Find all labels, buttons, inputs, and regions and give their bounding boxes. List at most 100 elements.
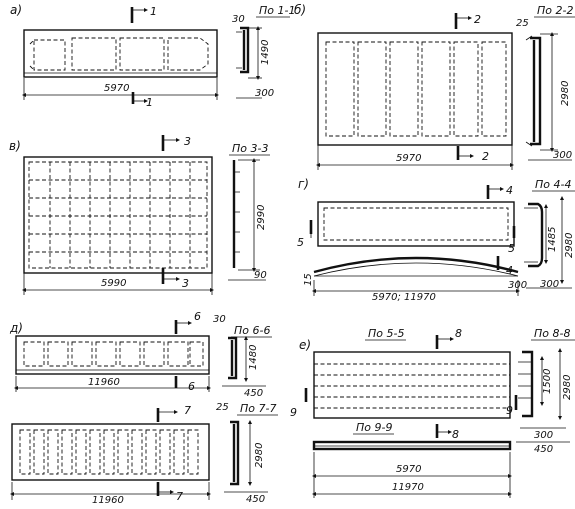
panel-e-outline [313, 351, 511, 419]
panel-d2-slot-10 [145, 429, 157, 475]
dim-b-bottom: 300 [553, 150, 572, 161]
cut-3-bottom-label: 3 [182, 277, 189, 290]
dim-a-bottom: 300 [255, 88, 274, 99]
figure-e-label: е) [299, 338, 311, 352]
panel-g-outline [317, 201, 515, 247]
panel-d-cell-7 [167, 341, 189, 367]
dim-e-height-inner: 1500 [542, 369, 553, 394]
figure-v-label: в) [9, 139, 21, 153]
panel-d-outline [15, 335, 210, 375]
section-8-8-ribs [518, 361, 532, 399]
panel-a-cell-1 [29, 39, 66, 71]
cut-1-top-label: 1 [150, 5, 157, 18]
panel-a-cell-4 [167, 37, 209, 71]
panel-d2-slot-9 [131, 429, 143, 475]
dim-a-height: 1490 [260, 40, 271, 65]
panel-d2-slot-13 [187, 429, 199, 475]
panel-d2-slot-1 [19, 429, 31, 475]
panel-d2-slot-6 [89, 429, 101, 475]
section-2-2-title: По 2-2 [537, 4, 573, 17]
figure-g-label: г) [298, 177, 309, 191]
section-1-1-title: По 1-1 [259, 4, 295, 17]
section-4-4-profile [528, 202, 544, 268]
panel-b-cell-1 [325, 41, 355, 137]
panel-d-cell-3 [71, 341, 93, 367]
dim-b-top: 25 [516, 18, 529, 29]
dim-g-bottom: 300 [540, 279, 559, 290]
section-6-6-title: По 6-6 [234, 324, 270, 337]
panel-d2-slot-11 [159, 429, 171, 475]
panel-b-cell-5 [453, 41, 479, 137]
cut-4-top-label: 4 [506, 184, 513, 197]
section-8-8-title: По 8-8 [534, 327, 570, 340]
section-4-4-title: По 4-4 [535, 178, 571, 191]
dim-a-length: 5970 [104, 83, 129, 94]
cut-9-left-label: 9 [290, 406, 297, 419]
cut-3-top-label: 3 [184, 135, 191, 148]
cut-2-top-label: 2 [474, 13, 481, 26]
dim-d-length: 11960 [88, 377, 120, 388]
plan-5-5-title: По 5-5 [368, 327, 404, 340]
cut-8-bottom-label: 8 [452, 428, 459, 441]
section-2-2-ribs [525, 35, 533, 147]
dim-d-bottom: 450 [244, 388, 263, 399]
panel-d-cell-6 [143, 341, 165, 367]
dim-e-length: 5970 [396, 464, 421, 475]
dim-g-height: 1485 [547, 227, 558, 252]
dim-a-top: 30 [232, 14, 245, 25]
figure-b-label: б) [294, 3, 306, 17]
dim-v-height: 2990 [256, 205, 267, 230]
dim-e-length-total: 11970 [392, 482, 424, 493]
figure-v: в) 3 3 5990 По 3-3 [9, 135, 270, 295]
section-6-6-profile [228, 336, 238, 380]
section-8-8-profile [522, 350, 534, 418]
panel-b-cell-6 [481, 41, 507, 137]
panel-a-cell-3 [119, 37, 165, 71]
dim-e-bottom: 300 [534, 430, 553, 441]
panel-d2-slots [19, 429, 199, 475]
panel-v-grid [28, 161, 208, 269]
panel-b-outline [317, 32, 513, 146]
dim-b-length: 5970 [396, 153, 421, 164]
cut-5-left-label: 5 [297, 236, 304, 249]
panel-g-inner [323, 207, 509, 241]
panel-d2-slot-4 [61, 429, 73, 475]
cut-8-top-label: 8 [455, 327, 462, 340]
section-1-1-ribs [236, 31, 242, 69]
section-1-1-profile [240, 26, 250, 74]
section-9-9-title: По 9-9 [356, 421, 392, 434]
figure-a: а) 1 1 5970 По 1-1 30 1490 300 [10, 3, 295, 109]
dim-e-height: 2980 [562, 375, 573, 400]
panel-d2-slot-2 [33, 429, 45, 475]
figure-d: д) 6 6 11960 По 6-6 30 1480 450 7 [9, 310, 278, 506]
panel-d2-slot-7 [103, 429, 115, 475]
cut-2-bottom-label: 2 [482, 150, 489, 163]
panel-d-cell-4 [95, 341, 117, 367]
dim-d2-length: 11960 [92, 495, 124, 506]
figure-a-label: а) [10, 3, 22, 17]
section-2-2-profile [530, 36, 542, 146]
section-4-4-ribs [524, 207, 538, 263]
panel-d2-slot-12 [173, 429, 185, 475]
panel-g-arch [313, 256, 519, 274]
section-3-3-title: По 3-3 [232, 142, 268, 155]
dim-g-rise: 15 [303, 273, 314, 286]
cut-6-bottom-label: 6 [188, 380, 195, 393]
panel-d-cell-2 [47, 341, 69, 367]
dim-d2-top: 25 [216, 402, 229, 413]
cut-7-top-label: 7 [184, 404, 191, 417]
dim-d2-height: 2980 [254, 443, 265, 468]
dim-g-length: 5970; 11970 [372, 292, 436, 303]
panel-d2-outline [11, 423, 210, 481]
panel-v-grid-border [28, 161, 208, 269]
dim-b-height: 2980 [560, 81, 571, 106]
dim-g-bottom-left: 300 [508, 280, 527, 291]
section-7-7-profile [230, 420, 240, 486]
section-7-7-title: По 7-7 [240, 402, 276, 415]
panel-d2-slot-5 [75, 429, 87, 475]
panel-d2-slot-8 [117, 429, 129, 475]
panel-v-outline [23, 156, 213, 274]
panel-g-arch-inner [313, 262, 519, 277]
cut-5-right-label: 5 [508, 242, 515, 255]
panel-b-cell-2 [357, 41, 387, 137]
